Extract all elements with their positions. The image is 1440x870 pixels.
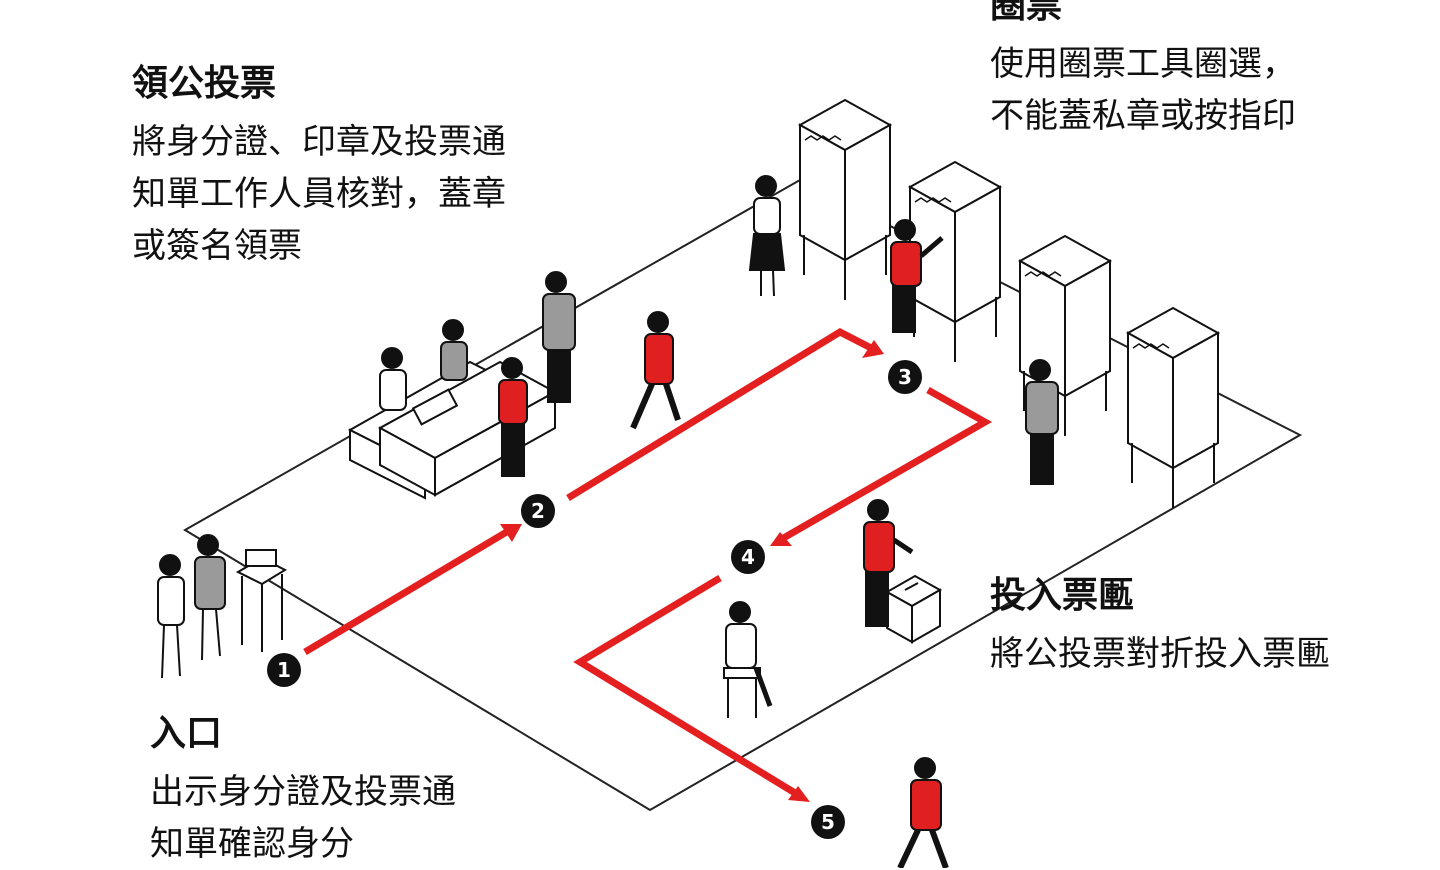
- person-walking-to-booth: [630, 311, 681, 430]
- person-exiting: [897, 757, 949, 868]
- step-3-title: 圈票: [990, 0, 1063, 26]
- person-booth-staff: [1025, 359, 1059, 485]
- person-entrance-1: [157, 554, 185, 679]
- step-2-text: 領公投票 將身分證、印章及投票通 知單工作人員核對，蓋章 或簽名領票: [132, 62, 506, 272]
- step-marker-4: 4: [731, 540, 765, 574]
- step-marker-5: 5: [811, 805, 845, 839]
- step-3-line: 不能蓋私章或按指印: [990, 96, 1296, 136]
- person-voter-in-booth: [890, 219, 944, 333]
- floor-outline: [183, 178, 1303, 812]
- route-path: [303, 327, 993, 799]
- step-4-text: 投入票匭 將公投票對折投入票匭: [990, 574, 1330, 680]
- step-3-description: 使用圈票工具圈選， 不能蓋私章或按指印: [990, 38, 1296, 142]
- step-2-line: 或簽名領票: [132, 226, 302, 266]
- step-2-line: 知單工作人員核對，蓋章: [132, 174, 506, 214]
- voting-booth-4: [1127, 307, 1219, 509]
- step-number-1: 1: [277, 658, 291, 682]
- step-3-line: 使用圈票工具圈選，: [990, 44, 1296, 84]
- step-marker-2: 2: [521, 494, 555, 528]
- step-1-line: 知單確認身分: [150, 824, 354, 864]
- step-marker-1: 1: [267, 653, 301, 687]
- step-1-text: 入口 出示身分證及投票通 知單確認身分: [150, 712, 456, 870]
- step-4-title: 投入票匭: [990, 575, 1135, 616]
- voting-booth-1: [799, 99, 891, 301]
- person-seated-staff: [723, 601, 773, 718]
- step-2-line: 將身分證、印章及投票通: [132, 122, 506, 162]
- step-4-description: 將公投票對折投入票匭: [990, 628, 1330, 680]
- person-voter-at-desk: [498, 357, 528, 477]
- step-3-text: 圈票 使用圈票工具圈選， 不能蓋私章或按指印: [990, 0, 1296, 142]
- step-1-title: 入口: [150, 713, 223, 754]
- entrance-podium: [235, 549, 288, 652]
- person-staff-1: [379, 347, 407, 411]
- step-number-3: 3: [898, 365, 912, 389]
- person-staff-2: [440, 319, 468, 381]
- step-number-4: 4: [741, 545, 755, 569]
- person-observer: [748, 175, 786, 297]
- step-2-description: 將身分證、印章及投票通 知單工作人員核對，蓋章 或簽名領票: [132, 116, 506, 272]
- ballot-box: [884, 574, 943, 644]
- step-2-title: 領公投票: [132, 63, 277, 104]
- route-arrowheads: [500, 340, 884, 802]
- step-1-line: 出示身分證及投票通: [150, 772, 456, 812]
- step-number-5: 5: [821, 810, 835, 834]
- person-staff-standing: [542, 271, 576, 403]
- people: [157, 175, 1059, 868]
- person-entrance-2: [194, 534, 226, 661]
- person-voter-at-ballot-box: [863, 499, 914, 627]
- step-number-2: 2: [531, 499, 545, 523]
- step-4-line: 將公投票對折投入票匭: [990, 634, 1330, 674]
- step-marker-3: 3: [888, 360, 922, 394]
- step-1-description: 出示身分證及投票通 知單確認身分: [150, 766, 456, 870]
- voting-booth-2: [909, 161, 1001, 363]
